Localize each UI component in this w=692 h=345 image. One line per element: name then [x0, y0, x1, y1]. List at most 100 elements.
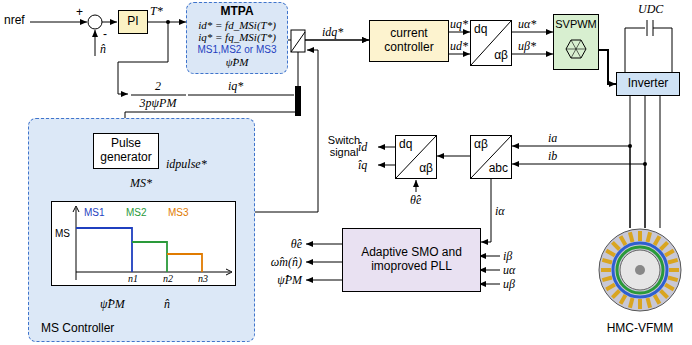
signal-name: UDC [638, 2, 663, 17]
ms1-step [76, 228, 132, 272]
signal-name: iα [495, 204, 505, 219]
process-box: dqαβ [395, 135, 437, 179]
motor-node: HMC-VFMM [598, 228, 682, 336]
arrowhead [481, 239, 488, 245]
ms3-step [167, 254, 202, 272]
annotation: - [103, 27, 107, 41]
box-label: abc [489, 162, 508, 176]
stator-tooth [668, 278, 678, 281]
speed-output [306, 262, 345, 263]
annotation: Switch signal [322, 134, 366, 158]
box-label: MS Controller [41, 322, 114, 336]
iq-wire [188, 95, 294, 96]
arrowhead [362, 37, 369, 43]
signal-name: T* [150, 4, 163, 19]
box-label: MS1 [84, 207, 105, 219]
flux-output [306, 280, 345, 281]
hexagon-spokes [566, 40, 586, 58]
stator-tooth [612, 242, 619, 249]
box-label: MS2 [126, 207, 147, 219]
box-label: αβ [474, 138, 488, 152]
junction-dot [628, 144, 632, 148]
box-label: PI [127, 15, 138, 29]
signal-line [512, 164, 645, 228]
stator-tooth [668, 260, 678, 263]
signal-name: uβ [503, 277, 515, 292]
stator-tooth [655, 236, 660, 245]
shaft [635, 265, 645, 275]
ualpha-input [479, 270, 500, 271]
ibeta-input [479, 256, 500, 257]
process-box: current controller [369, 20, 449, 62]
stator-tooth [669, 268, 679, 272]
signal-arrow [512, 143, 645, 228]
flux-ring [617, 247, 663, 293]
formula-text: n3 [198, 273, 208, 285]
box-label: Inverter [628, 77, 669, 91]
junction-dot [166, 20, 170, 24]
stator-tooth [606, 285, 615, 290]
signal-name: uα* [518, 17, 536, 32]
signal-arrow [599, 50, 616, 87]
signal-arrow [437, 153, 470, 159]
id-output [378, 147, 395, 148]
process-box: Inverter [616, 72, 680, 96]
signal-name: uα [503, 263, 515, 278]
signal-name: idpulse* [166, 157, 207, 172]
box-label: MS3 [168, 207, 189, 219]
process-box: Adaptive SMO and imoproved PLL [342, 228, 481, 292]
dc-link-capacitor [625, 20, 672, 72]
signal-name: uβ* [518, 39, 536, 54]
ms2-step [132, 242, 167, 272]
arrowhead [362, 37, 369, 43]
signal-arrow [481, 179, 491, 245]
process-box: Pulse generator [93, 133, 159, 169]
stator-tooth [602, 260, 612, 263]
signal-line [599, 50, 616, 84]
chart-axes [73, 206, 232, 280]
stator-tooth [655, 295, 660, 304]
annotation: nref [4, 13, 25, 27]
magnet-ring [613, 243, 667, 297]
formula-text: id* = fd_MSi(T*) [198, 19, 276, 32]
box-label: Pulse generator [94, 137, 158, 165]
fraction-bar [131, 95, 186, 96]
signal-name: 3pψPM [130, 96, 186, 111]
process-box: SVPWM [553, 14, 599, 70]
signal-name: ib [548, 149, 557, 164]
signal-name: MS* [130, 176, 152, 191]
stator-tooth [661, 291, 668, 298]
motor-illustration [598, 228, 682, 312]
arrowhead [546, 51, 553, 57]
formula-text: n1 [128, 273, 138, 285]
stator [599, 229, 681, 311]
signal-name: uq* [450, 17, 468, 32]
stator-tooth [602, 278, 612, 281]
signal-name: îq [358, 158, 367, 173]
stator-tooth [621, 236, 626, 245]
signal-name: ψ̂PM [242, 273, 302, 288]
box-label: dq [399, 138, 412, 152]
hexagon-outline [566, 40, 586, 58]
divider-line [471, 136, 511, 178]
stator-tooth [665, 251, 674, 256]
group-region: MS ControllerPulse generatorMSMS1MS2MS3n… [28, 118, 255, 342]
reference-wire [30, 22, 87, 23]
sum-junction [88, 15, 102, 29]
box-label: MTPA [220, 5, 253, 19]
switch-symbol [291, 30, 305, 52]
signal-name: n̂ [164, 297, 170, 312]
signal-arrow [148, 19, 186, 25]
signal-line [660, 96, 661, 228]
arrowhead [437, 153, 444, 159]
stator-tooth [630, 298, 633, 308]
signal-name: θ̂e [410, 193, 421, 208]
stator-tooth [665, 285, 674, 290]
box-label: MS1,MS2 or MS3 [198, 44, 277, 56]
arrowhead [179, 19, 186, 25]
signal-name: θ̂e [242, 237, 302, 252]
process-box: αβabc [470, 135, 512, 179]
stator-tooth [638, 299, 642, 309]
signal-name: ω̂m(n̂) [242, 255, 302, 270]
ubeta-input [479, 284, 500, 285]
